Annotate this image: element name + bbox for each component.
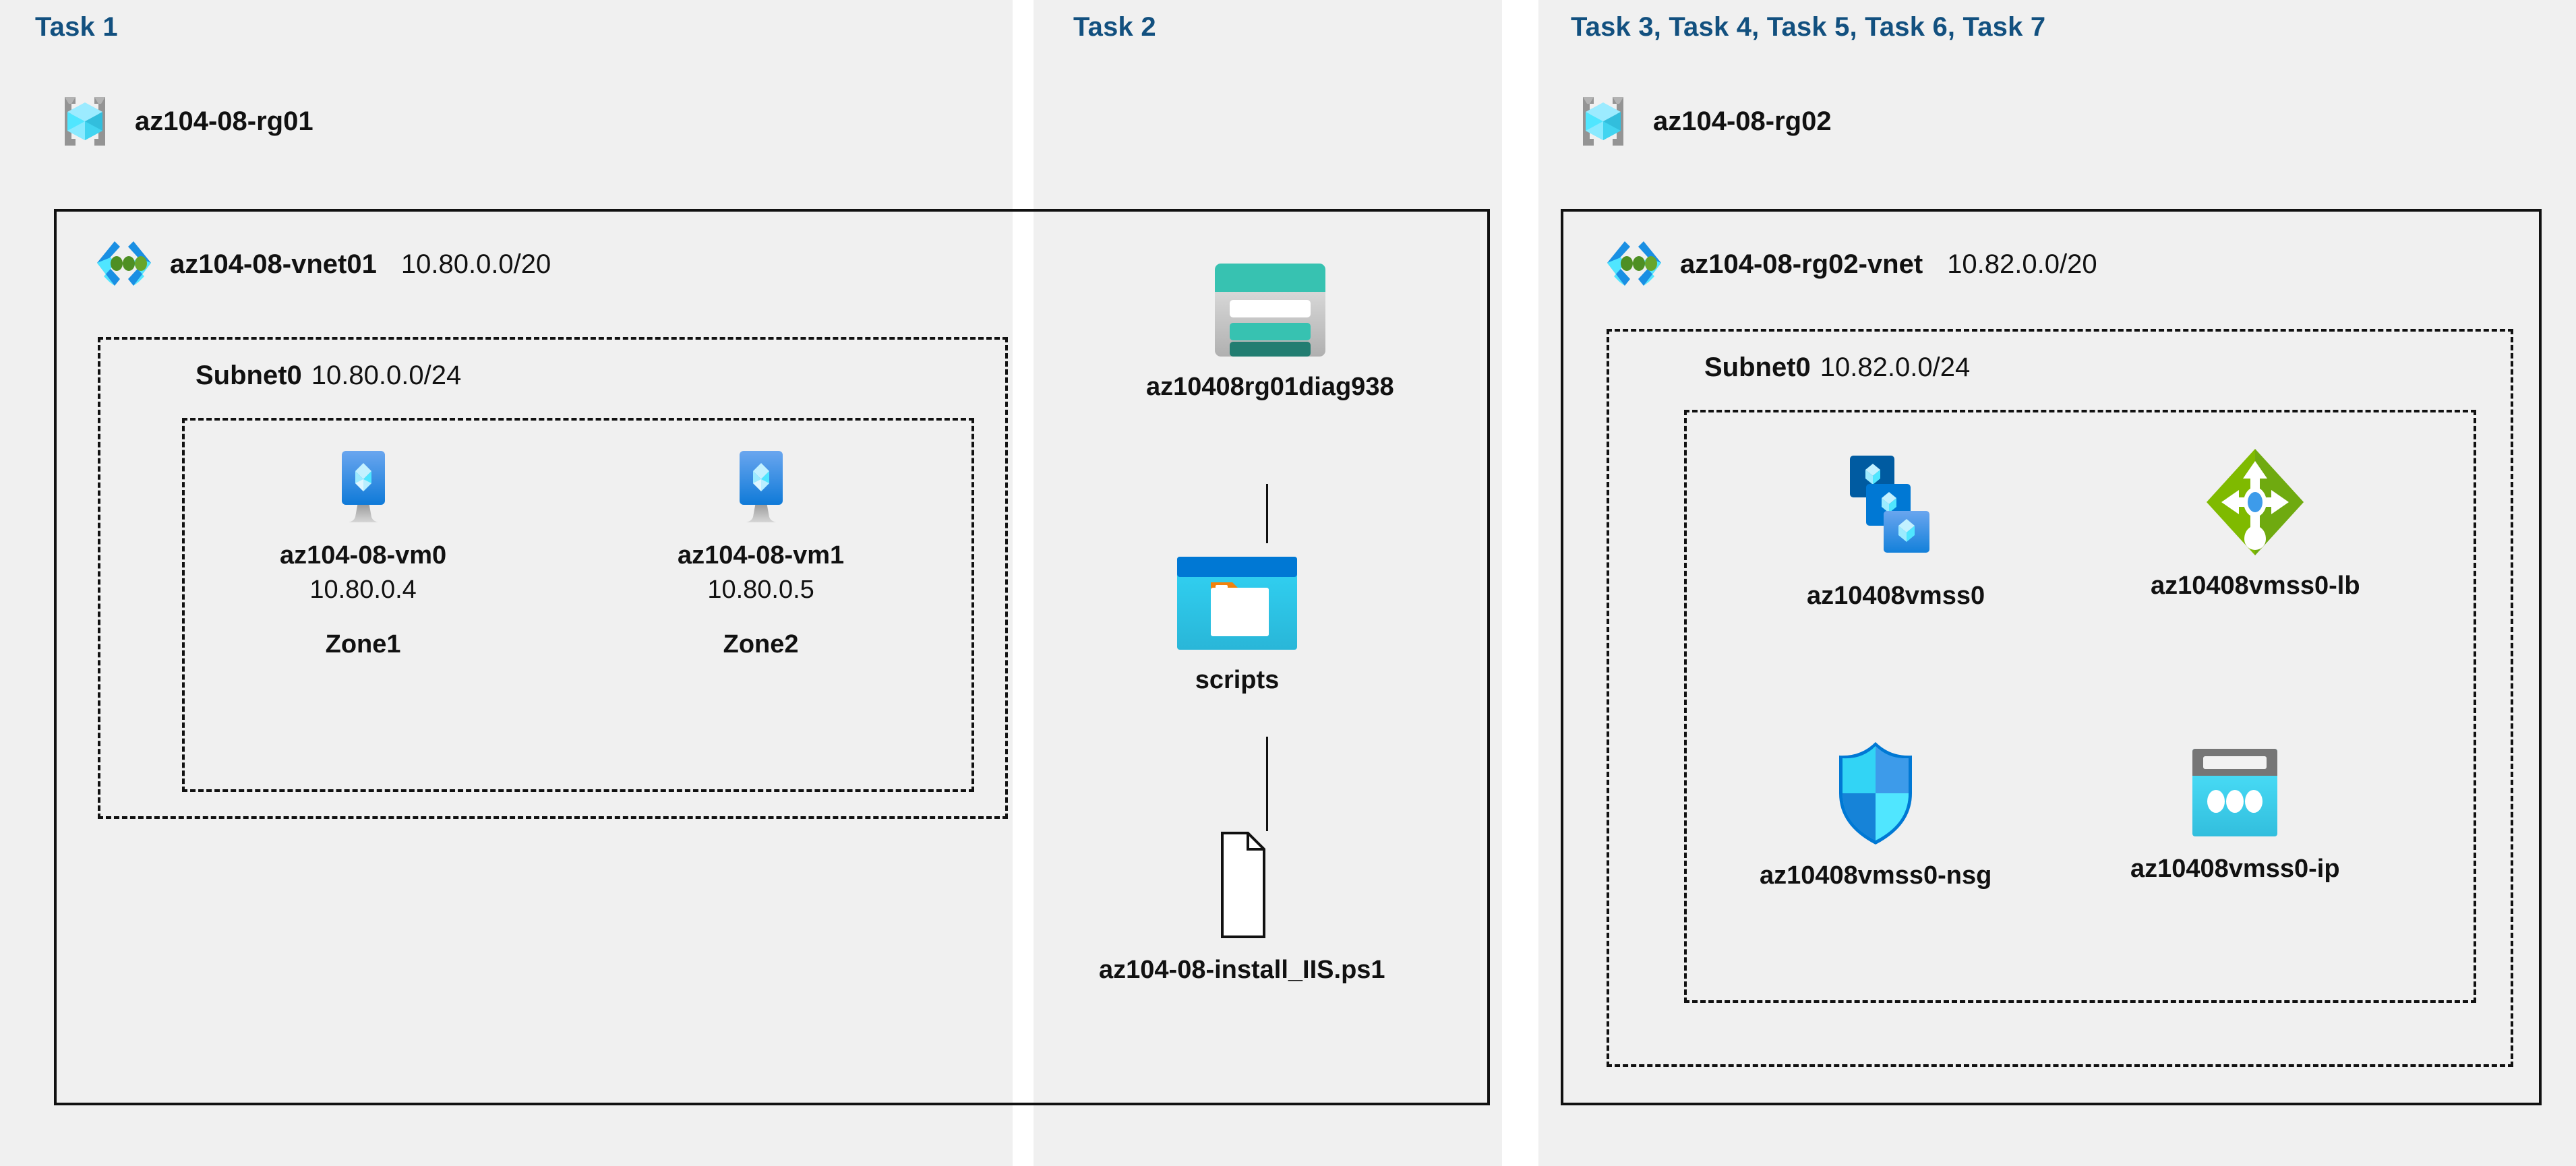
task2-title: Task 2 (1073, 12, 1156, 42)
vnet-name-label: az104-08-vnet01 (170, 249, 377, 279)
vnet-cidr-label: 10.80.0.0/20 (400, 249, 551, 279)
subnet-name-label: Subnet0 (196, 361, 302, 390)
resource-group-label: az104-08-rg01 (135, 106, 313, 136)
resource-node-nsg: az10408vmss0-nsg (1760, 738, 1991, 890)
virtual-network-icon (94, 237, 154, 291)
resource-node-vm1: az104-08-vm1 10.80.0.5 Zone2 (678, 448, 844, 659)
task1-panel (0, 0, 1013, 1166)
resource-name-label: az104-08-vm0 (280, 541, 447, 570)
resource-group-row-rg01: az104-08-rg01 (53, 89, 313, 154)
resource-name-label: az10408vmss0-nsg (1760, 861, 1992, 890)
resource-node-storage-account: az10408rg01diag938 (1146, 259, 1394, 402)
resource-name-label: az10408vmss0 (1807, 582, 1985, 610)
resource-group-icon (53, 89, 117, 154)
file-icon (1178, 829, 1306, 944)
subnet-boundary-left (98, 337, 1008, 819)
resource-name-label: az104-08-install_IIS.ps1 (1099, 956, 1385, 984)
connector-scripts-to-file (1266, 737, 1268, 831)
resource-name-label: az10408rg01diag938 (1146, 373, 1394, 401)
resource-name-label: az10408vmss0-lb (2151, 572, 2360, 600)
resource-node-vm0: az104-08-vm0 10.80.0.4 Zone1 (280, 448, 446, 659)
resource-ip-label: 10.80.0.4 (309, 576, 417, 604)
availability-zone-label: Zone1 (325, 630, 401, 658)
task1-title: Task 1 (35, 12, 118, 42)
resource-node-vmss: az10408vmss0 (1807, 452, 1985, 611)
resource-group-label: az104-08-rg02 (1653, 106, 1832, 136)
vnet-header-vnet01: az104-08-vnet01 10.80.0.0/20 (94, 237, 551, 291)
subnet-header-right: Subnet0 10.82.0.0/24 (1704, 352, 1970, 383)
resource-ip-label: 10.80.0.5 (707, 576, 814, 604)
load-balancer-icon (2201, 445, 2309, 559)
resource-node-blob-container: scripts (1173, 553, 1301, 695)
resource-name-label: scripts (1195, 666, 1280, 694)
subnet-boundary-right (1607, 329, 2513, 1067)
availability-zone-label: Zone2 (723, 630, 799, 658)
subnet-cidr-label: 10.82.0.0/24 (1820, 352, 1971, 382)
resource-name-label: az10408vmss0-ip (2130, 855, 2340, 883)
resource-group-icon (1571, 89, 1636, 154)
vnet-boundary-rg02-vnet (1561, 209, 2542, 1105)
vnet-boundary-vnet01 (54, 209, 1490, 1105)
resource-node-script-file: az104-08-install_IIS.ps1 (1099, 829, 1385, 985)
subnet-header-left: Subnet0 10.80.0.0/24 (196, 361, 461, 391)
vnet-name-label: az104-08-rg02-vnet (1680, 249, 1923, 279)
storage-account-icon (1209, 259, 1331, 361)
resource-name-label: az104-08-vm1 (678, 541, 845, 570)
resource-group-boundary-right (1684, 410, 2476, 1003)
resource-group-row-rg02: az104-08-rg02 (1571, 89, 1832, 154)
public-ip-address-icon (2184, 745, 2285, 842)
vnet-cidr-label: 10.82.0.0/20 (1947, 249, 2097, 279)
resource-node-public-ip: az10408vmss0-ip (2130, 745, 2340, 884)
task3-panel (1538, 0, 2576, 1166)
network-security-group-icon (1834, 738, 1918, 849)
vm-scale-set-icon (1835, 452, 1956, 570)
vnet-header-rg02-vnet: az104-08-rg02-vnet 10.82.0.0/20 (1605, 237, 2097, 291)
virtual-machine-icon (330, 448, 397, 529)
subnet-name-label: Subnet0 (1704, 352, 1811, 382)
connector-storage-to-scripts (1266, 484, 1268, 543)
subnet-cidr-label: 10.80.0.0/24 (311, 361, 462, 390)
virtual-machine-icon (727, 448, 795, 529)
resource-node-load-balancer: az10408vmss0-lb (2151, 445, 2360, 601)
task3-title: Task 3, Task 4, Task 5, Task 6, Task 7 (1571, 12, 2046, 42)
zone-group-boundary-left (182, 418, 974, 792)
blob-container-icon (1173, 553, 1301, 654)
virtual-network-icon (1605, 237, 1664, 291)
